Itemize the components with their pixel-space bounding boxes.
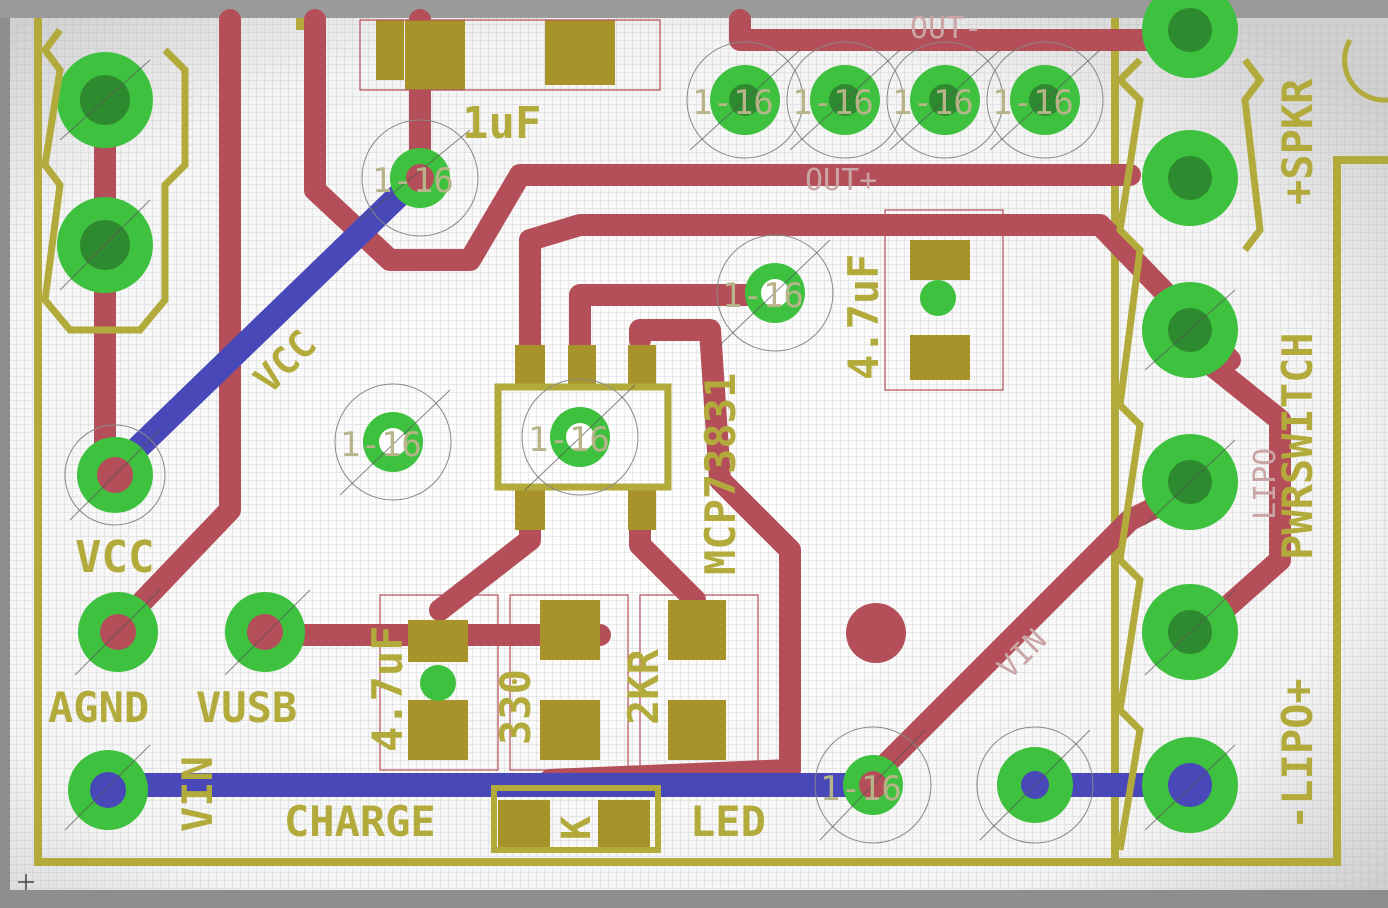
chip-label: MCP73831 [696,373,745,575]
resistor-330-label: 330 [491,669,540,745]
vin-pin-label: VIN [173,756,222,832]
via-label: 1-16 [792,83,874,123]
pad [225,592,305,672]
via-label: 1-16 [692,83,774,123]
courtyard-marks [59,49,1236,841]
header-outline [1115,57,1265,851]
cap-4-7uf-label: 4.7uF [839,254,888,380]
vusb-label: VUSB [196,683,297,732]
via-label: 1-16 [722,276,804,316]
charge-label: CHARGE [284,797,436,846]
resistor-2kr-label: 2KR [619,648,668,725]
pad [1142,130,1238,226]
smd-pads [376,20,970,850]
spkr-label: +SPKR [1273,78,1322,205]
corner-arc [1342,38,1388,103]
vcc-pin-label: VCC [75,532,154,583]
lipo-label: -LIPO+ [1273,678,1322,830]
pad [1142,0,1238,78]
pad [1142,737,1238,833]
component-outlines [359,19,1004,771]
net-out-plus: OUT+ [805,163,877,198]
via-label: 1-16 [528,420,610,460]
agnd-label: AGND [48,683,149,732]
led-body [491,785,661,853]
via-label: 1-16 [992,83,1074,123]
silkscreen-labels: 1uF 4.7uF 4.7uF 330 2KR MCP73831 VCC VCC… [48,78,1322,846]
via [334,383,452,501]
via-label: 1-16 [892,83,974,123]
net-lipo: LIPO [1248,448,1283,520]
mounting-pad [846,603,906,663]
origin-marker [18,874,34,890]
via-label: 1-16 [372,161,454,201]
board-outline [34,18,1388,866]
via-label: 1-16 [340,425,422,465]
smd-via [420,665,456,701]
via [361,119,479,237]
pad [68,750,148,830]
left-header-outline [40,27,189,334]
cap-4-7uf-label-2: 4.7uF [363,626,412,752]
cap-1uf-label: 1uF [462,98,541,149]
via-label: 1-16 [820,769,902,809]
k-label: K [554,816,600,840]
via-labels: 1-16 1-16 1-16 1-16 1-16 1-16 1-16 1-16 … [340,83,1074,809]
pwrswitch-label: PWRSWITCH [1273,332,1322,560]
led-label: LED [690,797,766,846]
net-out-minus: OUT- [910,11,982,46]
chip-body [494,383,672,491]
smd-via [920,280,956,316]
